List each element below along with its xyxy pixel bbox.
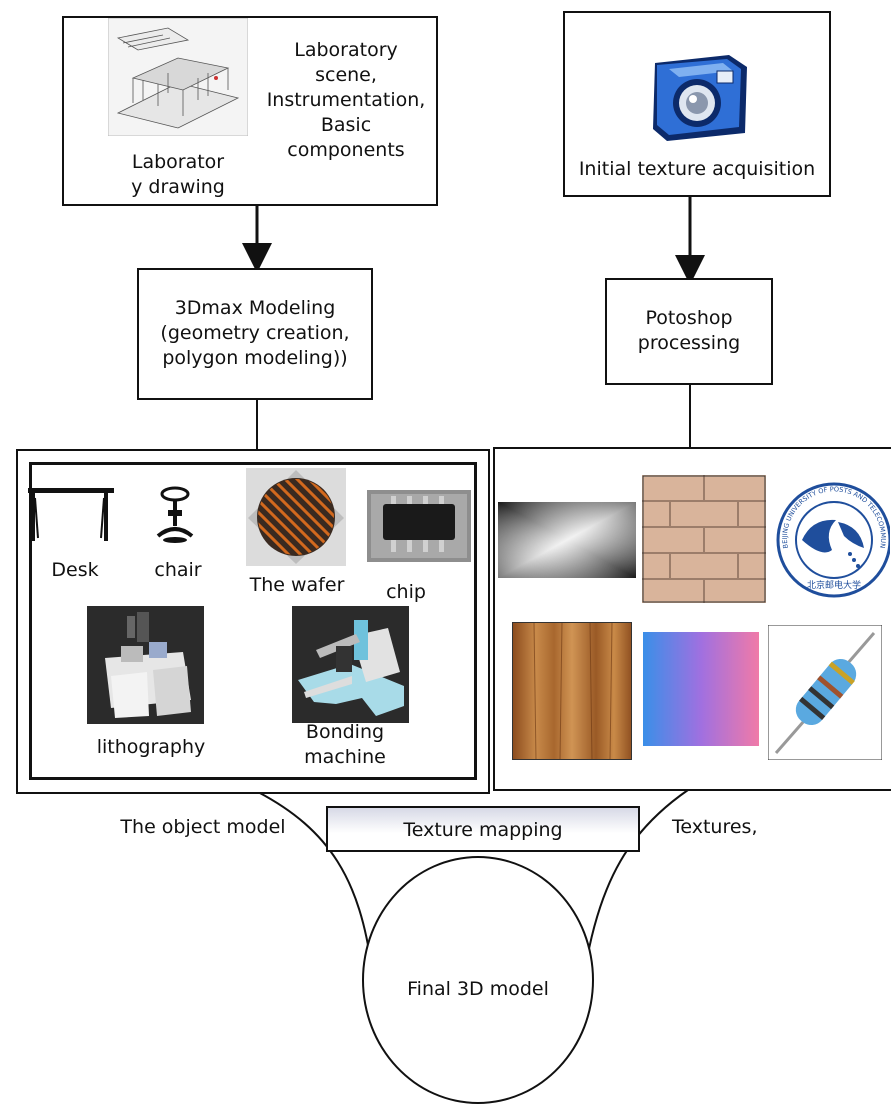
- object-model-label: The object model: [120, 816, 286, 838]
- textures-label: Textures,: [672, 816, 758, 838]
- bonding-label: Bonding machine: [304, 721, 386, 768]
- lab-drawing-image: [108, 18, 248, 136]
- final-model-text: Final 3D model: [407, 978, 549, 1000]
- chair-icon: [156, 486, 194, 543]
- brick-texture: [642, 475, 766, 603]
- lab-drawing-box: Laborator y drawing Laboratory scene, In…: [62, 16, 438, 206]
- university-logo: 北京邮电大学 BEIJING UNIVERSITY OF POSTS AND T…: [772, 478, 890, 602]
- gradient-texture: [643, 632, 759, 746]
- objects-panel: [29, 462, 477, 780]
- photoshop-text: Potoshop processing: [637, 307, 741, 354]
- texture-acquisition-box: Initial texture acquisition: [563, 11, 831, 197]
- modeling-text: 3Dmax Modeling (geometry creation, polyg…: [160, 297, 350, 369]
- drawing-caption: Laborator y drawing: [131, 151, 225, 198]
- lab-description: Laboratory scene, Instrumentation, Basic…: [266, 39, 426, 161]
- wafer-label: The wafer: [249, 574, 345, 596]
- wood-texture: [512, 622, 632, 760]
- chair-label: chair: [154, 559, 202, 581]
- modeling-box: 3Dmax Modeling (geometry creation, polyg…: [137, 268, 373, 400]
- desk-label: Desk: [51, 559, 99, 581]
- lithography-label: lithography: [96, 736, 206, 758]
- curve-objects-to-final: [257, 791, 373, 971]
- logo-cn-text: 北京邮电大学: [807, 579, 861, 591]
- texture-mapping-box: Texture mapping: [326, 806, 640, 852]
- chip-image: [367, 490, 471, 562]
- radial-metal-texture: [498, 502, 636, 578]
- photoshop-box: Potoshop processing: [605, 278, 773, 385]
- curve-textures-to-final: [584, 789, 689, 971]
- desk-icon: [28, 488, 114, 541]
- lithography-image: [87, 606, 204, 724]
- bonding-machine-image: [292, 606, 409, 723]
- camera-icon: [653, 55, 747, 141]
- wafer-image: [246, 468, 346, 566]
- resistor-image: [768, 625, 882, 760]
- acquisition-caption: Initial texture acquisition: [578, 158, 816, 180]
- texture-mapping-text: Texture mapping: [403, 819, 563, 841]
- final-model-circle: Final 3D model: [362, 856, 594, 1104]
- chip-label: chip: [386, 581, 426, 603]
